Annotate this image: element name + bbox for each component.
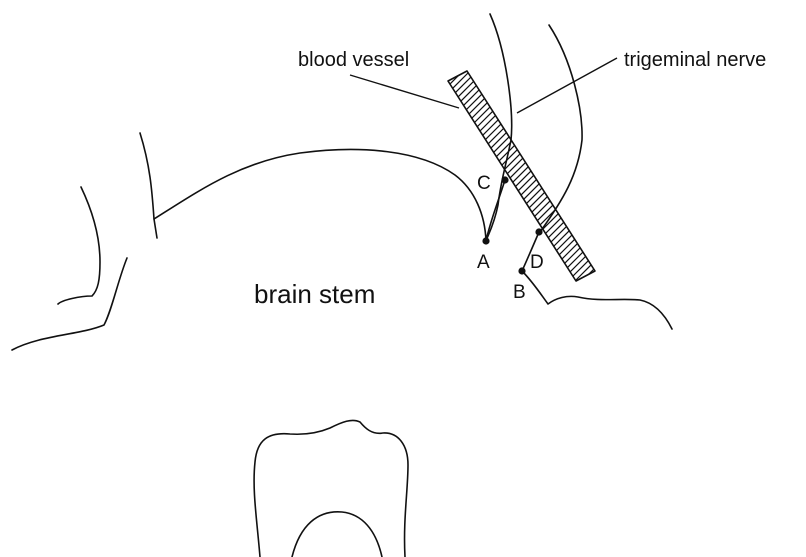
vessel-hatch-line (420, 216, 640, 436)
tooth-root-curve (292, 512, 382, 557)
point-c-dot (501, 176, 508, 183)
brain-stem-label: brain stem (254, 279, 375, 309)
vessel-hatch-line (420, 181, 640, 401)
brain-stem-upper-left-branch (140, 133, 154, 219)
vessel-hatch-line (420, 0, 640, 184)
vessel-hatch-line (420, 27, 640, 247)
vessel-hatch-line (420, 0, 640, 121)
vessel-hatch-line (420, 258, 640, 478)
vessel-hatch-line (420, 0, 640, 30)
blood-vessel-label: blood vessel (298, 49, 409, 71)
vessel-hatch-line (420, 41, 640, 261)
vessel-hatch-line (420, 0, 640, 100)
point-a-dot (482, 237, 489, 244)
tooth-outline (254, 420, 408, 557)
vessel-hatch-line (420, 0, 640, 23)
vessel-hatch-line (420, 125, 640, 345)
vessel-hatch-line (420, 90, 640, 310)
vessel-hatch-line (420, 251, 640, 471)
vessel-hatch-line (420, 0, 640, 16)
point-d-dot (535, 228, 542, 235)
vessel-hatch-line (420, 118, 640, 338)
vessel-hatch-line (420, 195, 640, 415)
vessel-hatch-line (420, 202, 640, 422)
vessel-hatch-line (420, 0, 640, 72)
vessel-hatch-line (420, 244, 640, 464)
brain-stem-lower-right-outline (522, 271, 672, 329)
vessel-hatch-line (420, 0, 640, 51)
vessel-hatch-line (420, 0, 640, 65)
vessel-hatch-line (420, 0, 640, 107)
vessel-hatch-line (420, 97, 640, 317)
vessel-hatch-line (420, 0, 640, 170)
vessel-hatch-line (420, 0, 640, 149)
point-c-label: C (477, 173, 491, 194)
vessel-hatch-line (420, 62, 640, 282)
vessel-hatch-line (420, 209, 640, 429)
trigeminal-nerve-right-edge (540, 25, 582, 232)
vessel-hatch-line (420, 188, 640, 408)
vessel-hatch-line (420, 34, 640, 254)
vessel-hatch-line (420, 0, 640, 9)
trigeminal-nerve-leader-line (517, 58, 617, 113)
vessel-hatch-line (420, 132, 640, 352)
trigeminal-nerve-label: trigeminal nerve (624, 49, 766, 71)
brain-stem-left-lower-outline (12, 258, 127, 350)
vessel-hatch-line (420, 0, 640, 142)
vessel-hatch-line (420, 0, 640, 44)
blood-vessel-leader-line (350, 75, 459, 108)
vessel-hatch-line (420, 0, 640, 58)
vessel-hatch-line (420, 104, 640, 324)
point-b-label: B (513, 282, 526, 303)
vessel-hatch-line (420, 0, 640, 86)
vessel-hatch-line (420, 0, 640, 135)
point-a-label: A (477, 252, 490, 273)
blood-vessel (420, 0, 640, 478)
vessel-hatch-line (420, 0, 640, 37)
vessel-hatch-line (420, 0, 640, 191)
brain-stem-upper-outline (154, 149, 486, 241)
point-d-label: D (530, 252, 544, 273)
vessel-hatch-line (420, 0, 640, 2)
vessel-hatch-line (420, 111, 640, 331)
point-b-dot (518, 267, 525, 274)
brain-stem-left-outline (58, 187, 100, 304)
vessel-hatch-line (420, 0, 640, 79)
vessel-hatch-line (420, 0, 640, 114)
